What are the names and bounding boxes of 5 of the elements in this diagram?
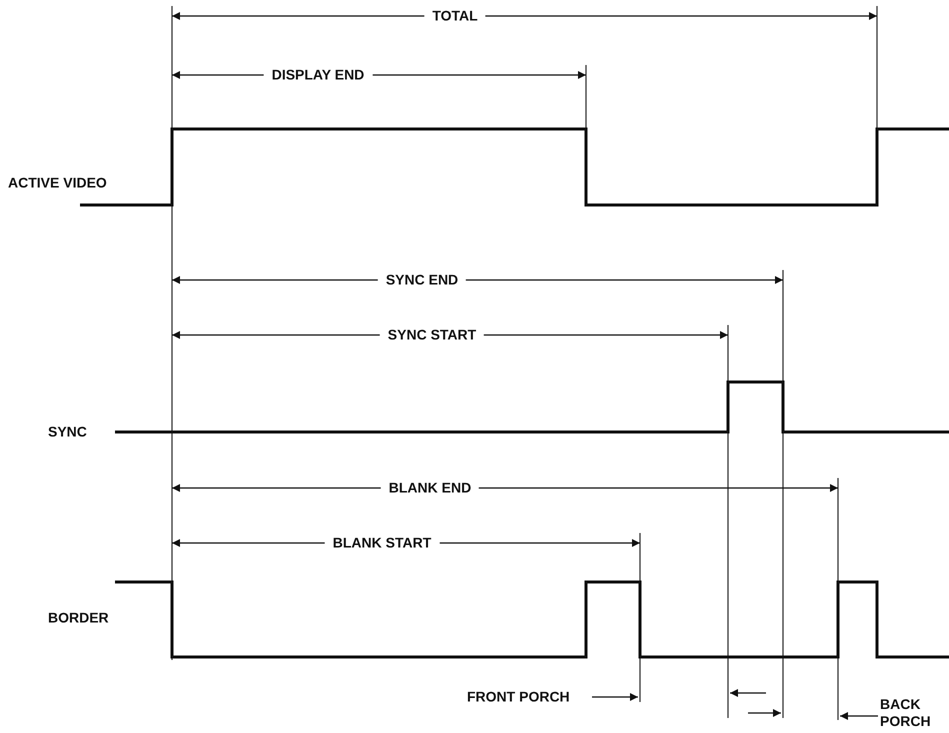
timing-label: BACK PORCH [880,696,930,730]
signal-name: SYNC [48,424,87,440]
timing-label: FRONT PORCH [467,688,570,706]
signal-name: BORDER [48,610,109,626]
signal-name: ACTIVE VIDEO [8,174,107,192]
